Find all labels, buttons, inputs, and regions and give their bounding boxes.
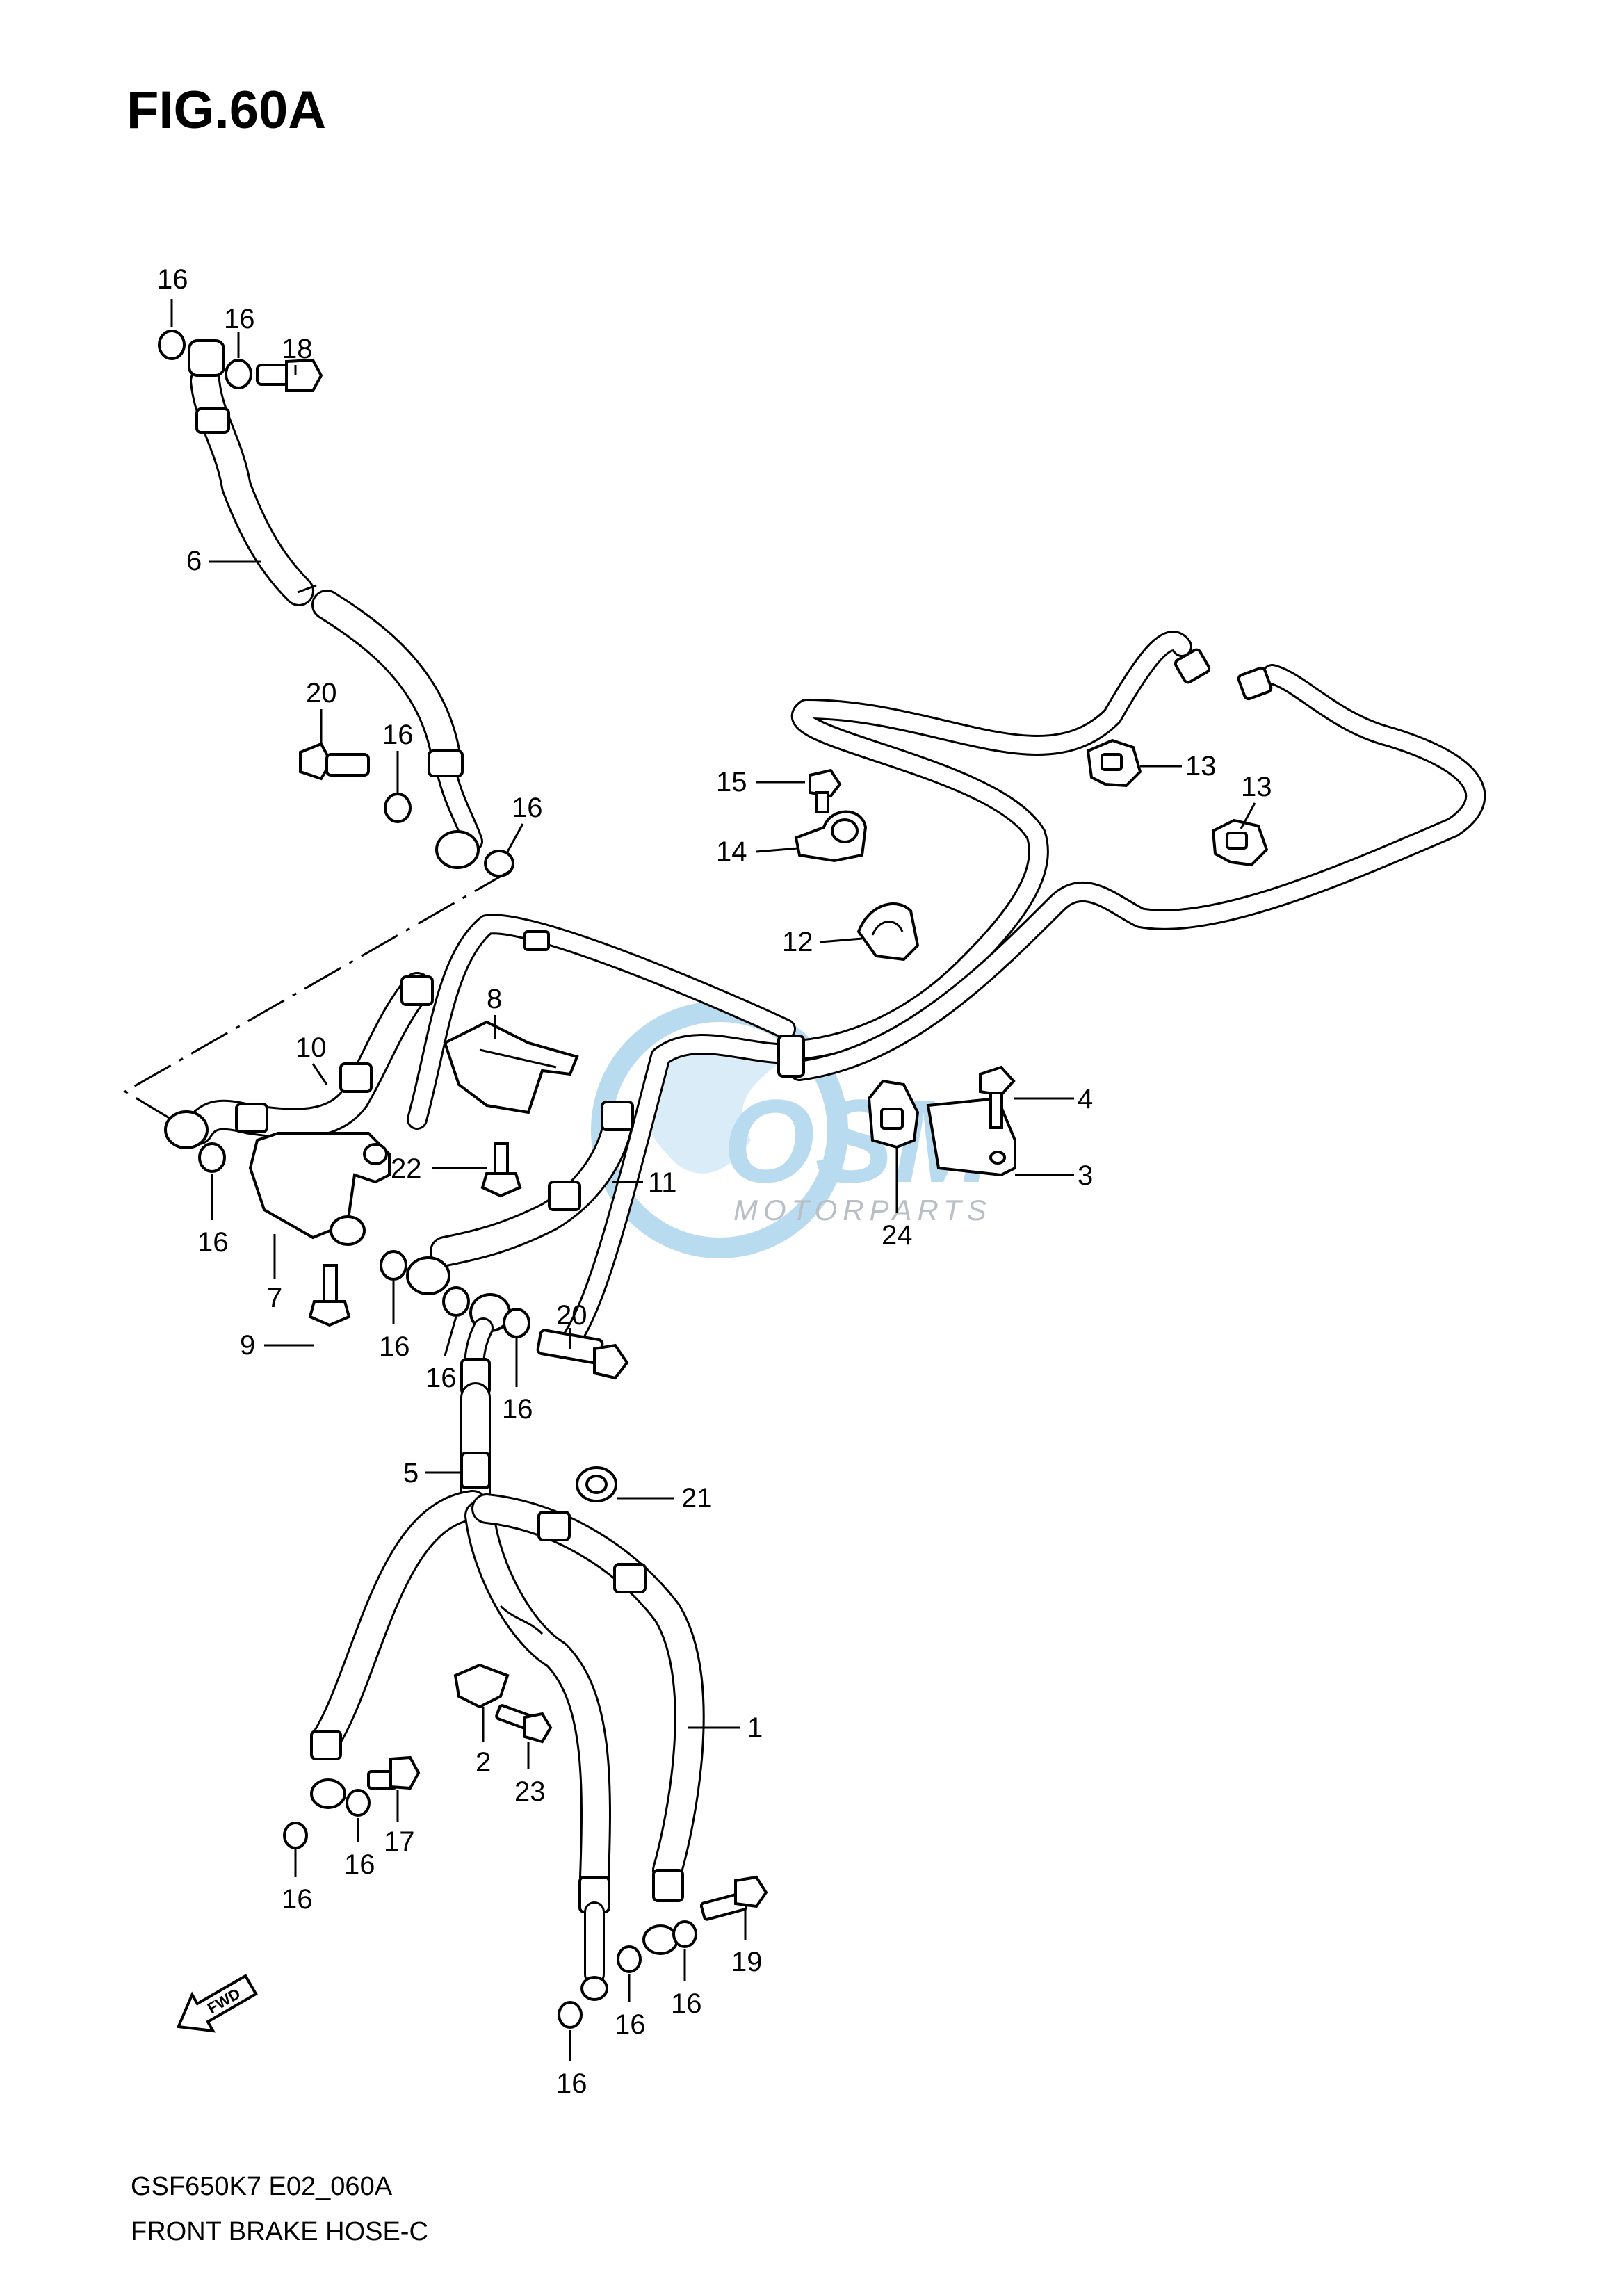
callout-6: 6 [186, 546, 202, 576]
brake-hose-11 [406, 1101, 634, 1295]
callout-17: 17 [384, 1826, 415, 1857]
callout-20: 20 [306, 678, 337, 708]
callout-4: 4 [1078, 1084, 1093, 1114]
bolt-4 [979, 1065, 1016, 1129]
sealing-washer [198, 1142, 226, 1173]
callout-16: 16 [197, 1227, 229, 1258]
callout-18: 18 [282, 334, 313, 364]
clamp-21 [576, 1466, 617, 1502]
banjo-fitting [188, 339, 225, 377]
callout-21: 21 [681, 1483, 713, 1514]
callout-20: 20 [556, 1300, 587, 1331]
union-bolt-18 [256, 358, 323, 392]
watermark-tagline: MOTORPARTS [733, 1194, 992, 1226]
callout-22: 22 [391, 1153, 422, 1184]
callout-16: 16 [502, 1394, 533, 1425]
bolt-22 [480, 1142, 522, 1198]
callout-1: 1 [747, 1712, 763, 1743]
brake-joint-7 [248, 1132, 391, 1246]
sealing-washer [225, 359, 252, 389]
callout-19: 19 [731, 1947, 763, 1977]
callout-14: 14 [716, 836, 747, 867]
sealing-washer [380, 1250, 407, 1281]
bolt-9 [308, 1264, 351, 1327]
union-bolt-20-lower [536, 1329, 629, 1380]
hose-ferrule [195, 407, 230, 434]
callout-16: 16 [224, 304, 255, 334]
union-bolt-19 [699, 1875, 768, 1921]
leader-lines [170, 299, 1256, 2061]
callout-5: 5 [403, 1458, 419, 1489]
callout-16: 16 [512, 793, 543, 823]
callout-7: 7 [267, 1283, 282, 1313]
callout-16: 16 [671, 1988, 702, 2019]
banjo-fitting [435, 830, 480, 869]
sealing-washer [484, 850, 514, 877]
sealing-washer [442, 1286, 470, 1317]
callout-16: 16 [382, 720, 414, 750]
callout-13: 13 [1185, 751, 1217, 781]
upper-brake-hose-6 [188, 339, 483, 869]
callout-8: 8 [487, 984, 502, 1014]
brake-pipe-assembly [407, 631, 1486, 1352]
clamp-14 [794, 810, 868, 863]
brake-hose-10 [164, 972, 434, 1149]
callout-12: 12 [782, 927, 813, 957]
bolt-23 [495, 1704, 553, 1744]
union-bolt-20-upper [299, 742, 370, 781]
forward-direction-arrow: FWD [176, 1974, 258, 2033]
sealing-washer [617, 1945, 642, 1973]
sealing-washer [672, 1920, 697, 1948]
callout-16: 16 [556, 2068, 587, 2099]
clamp-24 [867, 1079, 920, 1149]
callout-16: 16 [157, 264, 188, 295]
brake-hose-1 [310, 1490, 705, 2001]
sealing-washer [558, 2001, 583, 2029]
callout-2: 2 [476, 1747, 491, 1778]
clamp-13-lower [1211, 818, 1269, 867]
bracket-8 [443, 1020, 579, 1114]
callout-16: 16 [615, 2009, 646, 2040]
callout-24: 24 [882, 1220, 913, 1251]
union-bolt-17 [367, 1755, 421, 1790]
callout-15: 15 [716, 767, 747, 797]
figure-title: FIG.60A [127, 81, 326, 140]
sealing-washer [283, 1822, 308, 1849]
callout-labels: 16 16 18 6 20 16 16 15 14 13 13 12 8 10 … [157, 264, 1272, 2099]
callout-9: 9 [240, 1330, 255, 1361]
callout-10: 10 [295, 1032, 327, 1063]
hose-ferrule [428, 749, 464, 777]
figure-caption: FRONT BRAKE HOSE-C [131, 2217, 428, 2246]
clamp-12 [856, 902, 920, 962]
clamp-13-upper [1086, 738, 1142, 788]
callout-16: 16 [379, 1331, 410, 1362]
callout-11: 11 [648, 1167, 677, 1198]
callout-16: 16 [344, 1849, 375, 1880]
bolt-15 [809, 768, 842, 813]
connection-line [123, 869, 512, 1122]
callout-13: 13 [1241, 772, 1272, 802]
bracket-2 [453, 1663, 510, 1709]
callout-16: 16 [425, 1363, 457, 1393]
sealing-washer [346, 1789, 371, 1817]
callout-3: 3 [1078, 1160, 1093, 1191]
callout-16: 16 [282, 1884, 313, 1915]
callout-23: 23 [514, 1776, 546, 1807]
model-code: GSF650K7 E02_060A [131, 2172, 393, 2201]
brake-hose-5 [460, 1293, 511, 1517]
sealing-washer [503, 1308, 530, 1338]
sealing-washer [158, 330, 186, 360]
sealing-washer [384, 793, 412, 823]
